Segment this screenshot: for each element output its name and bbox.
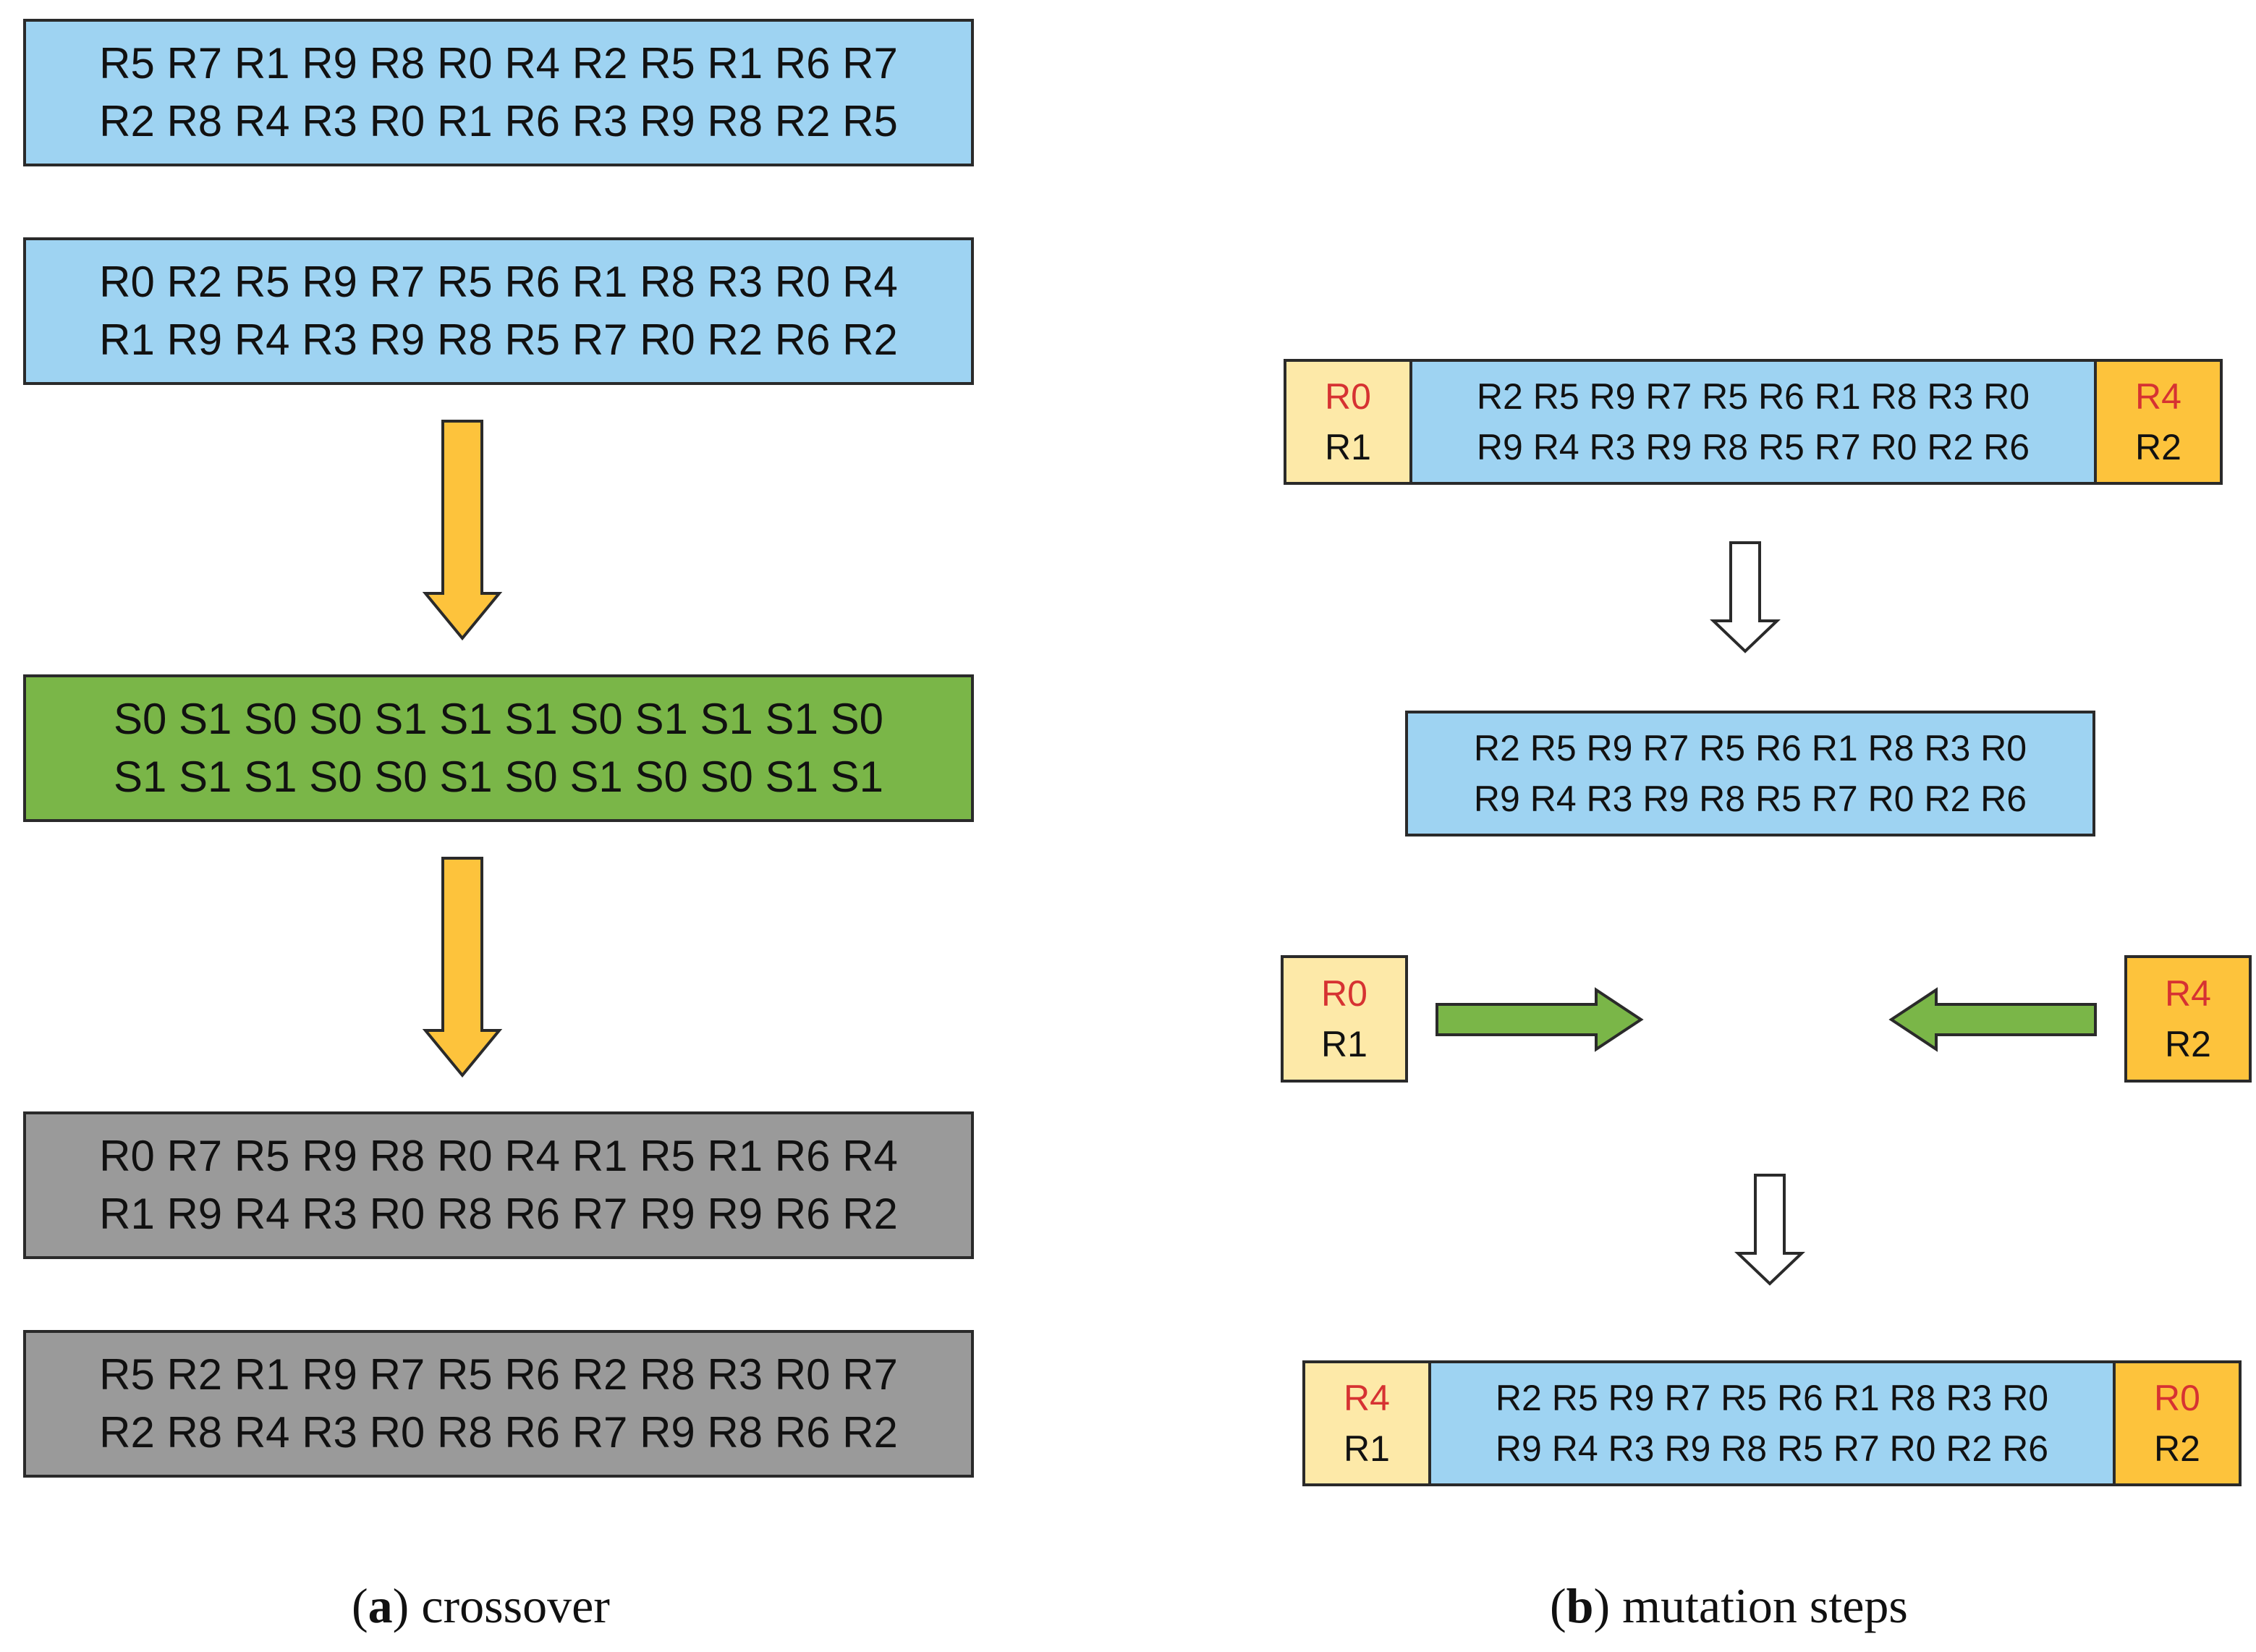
right-segment: R4 R2 [2094, 359, 2223, 485]
gene-row: R5 R7 R1 R9 R8 R0 R4 R2 R5 R1 R6 R7 [99, 39, 898, 88]
gene-row: R9 R4 R3 R9 R8 R5 R7 R0 R2 R6 [1495, 1428, 2049, 1469]
left-arrow-icon [1888, 987, 2097, 1052]
segment-gene: R0 [2154, 1378, 2200, 1418]
left-segment: R0 R1 [1281, 955, 1408, 1083]
child-chromosome-2: R5 R2 R1 R9 R7 R5 R6 R2 R8 R3 R0 R7 R2 R… [23, 1330, 974, 1478]
down-arrow-icon [1710, 541, 1781, 653]
right-segment: R0 R2 [2113, 1360, 2242, 1486]
segment-gene: R0 [1325, 376, 1371, 417]
segment-gene: R4 [2135, 376, 2181, 417]
down-arrow-icon [1734, 1174, 1805, 1286]
caption-crossover: (a) crossover [352, 1578, 610, 1633]
mask-row: S1 S1 S1 S0 S0 S1 S0 S1 S0 S0 S1 S1 [113, 753, 884, 801]
segment-gene: R1 [1325, 427, 1371, 467]
segment-gene: R2 [2165, 1024, 2211, 1064]
crossover-mask: S0 S1 S0 S0 S1 S1 S1 S0 S1 S1 S1 S0 S1 S… [23, 674, 974, 822]
child-chromosome-1: R0 R7 R5 R9 R8 R0 R4 R1 R5 R1 R6 R4 R1 R… [23, 1111, 974, 1259]
right-segment: R4 R2 [2124, 955, 2252, 1083]
caption-mutation: (b) mutation steps [1550, 1578, 1908, 1633]
caption-text: mutation steps [1622, 1578, 1908, 1633]
gene-row: R9 R4 R3 R9 R8 R5 R7 R0 R2 R6 [1473, 779, 2027, 819]
gene-row: R0 R2 R5 R9 R7 R5 R6 R1 R8 R3 R0 R4 [99, 258, 898, 306]
segment-gene: R4 [2165, 973, 2211, 1014]
caption-letter: b [1566, 1578, 1594, 1633]
gene-row: R0 R7 R5 R9 R8 R0 R4 R1 R5 R1 R6 R4 [99, 1132, 898, 1180]
gene-row: R1 R9 R4 R3 R9 R8 R5 R7 R0 R2 R6 R2 [99, 315, 898, 364]
parent-chromosome-2: R0 R2 R5 R9 R7 R5 R6 R1 R8 R3 R0 R4 R1 R… [23, 237, 974, 385]
middle-segment: R2 R5 R9 R7 R5 R6 R1 R8 R3 R0 R9 R4 R3 R… [1428, 1360, 2116, 1486]
gene-row: R1 R9 R4 R3 R0 R8 R6 R7 R9 R9 R6 R2 [99, 1190, 898, 1238]
gene-row: R5 R2 R1 R9 R7 R5 R6 R2 R8 R3 R0 R7 [99, 1350, 898, 1399]
caption-letter: a [368, 1578, 393, 1633]
gene-row: R2 R5 R9 R7 R5 R6 R1 R8 R3 R0 [1476, 376, 2030, 417]
gene-row: R9 R4 R3 R9 R8 R5 R7 R0 R2 R6 [1476, 427, 2030, 467]
mask-row: S0 S1 S0 S0 S1 S1 S1 S0 S1 S1 S1 S0 [113, 695, 884, 743]
gene-row: R2 R5 R9 R7 R5 R6 R1 R8 R3 R0 [1495, 1378, 2049, 1418]
segment-gene: R1 [1321, 1024, 1367, 1064]
gene-row: R2 R5 R9 R7 R5 R6 R1 R8 R3 R0 [1473, 728, 2027, 768]
segment-gene: R1 [1344, 1428, 1390, 1469]
segment-gene: R2 [2154, 1428, 2200, 1469]
caption-text: crossover [421, 1578, 610, 1633]
segment-gene: R4 [1344, 1378, 1390, 1418]
down-arrow-icon [422, 857, 503, 1078]
gene-row: R2 R8 R4 R3 R0 R1 R6 R3 R9 R8 R2 R5 [99, 97, 898, 145]
right-arrow-icon [1436, 987, 1644, 1052]
down-arrow-icon [422, 420, 503, 641]
left-segment: R4 R1 [1302, 1360, 1431, 1486]
middle-segment: R2 R5 R9 R7 R5 R6 R1 R8 R3 R0 R9 R4 R3 R… [1409, 359, 2097, 485]
segment-gene: R0 [1321, 973, 1367, 1014]
middle-segment: R2 R5 R9 R7 R5 R6 R1 R8 R3 R0 R9 R4 R3 R… [1405, 711, 2095, 836]
left-segment: R0 R1 [1284, 359, 1412, 485]
parent-chromosome-1: R5 R7 R1 R9 R8 R0 R4 R2 R5 R1 R6 R7 R2 R… [23, 19, 974, 166]
segment-gene: R2 [2135, 427, 2181, 467]
gene-row: R2 R8 R4 R3 R0 R8 R6 R7 R9 R8 R6 R2 [99, 1408, 898, 1457]
